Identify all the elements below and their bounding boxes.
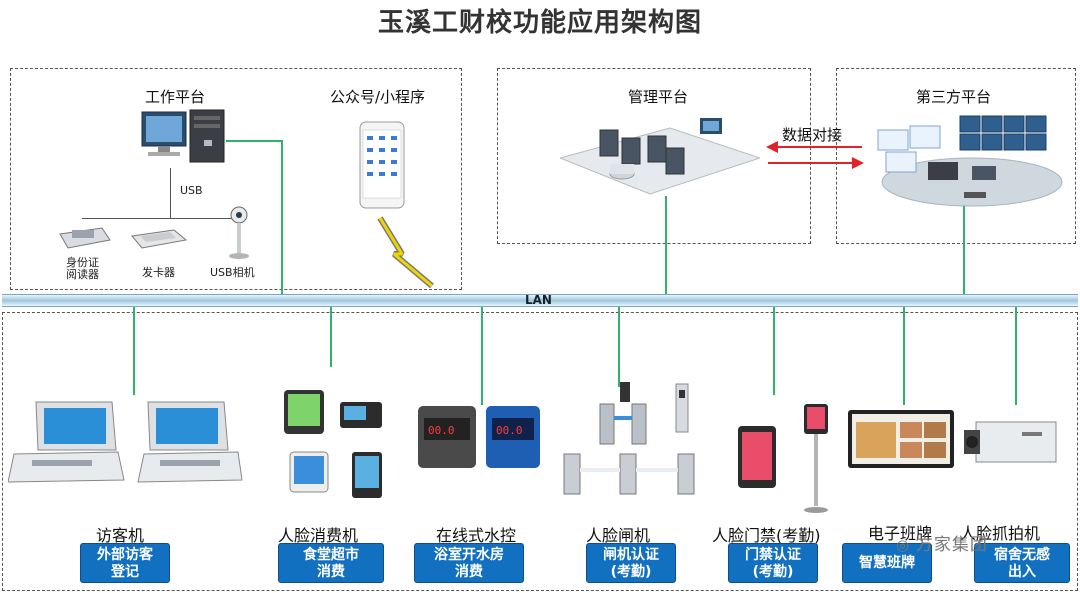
arrow-to-management xyxy=(776,146,862,148)
device-label-visitor: 访客机 xyxy=(96,526,145,545)
lan-label: LAN xyxy=(525,293,552,307)
arrow-to-third-party xyxy=(768,162,854,164)
badge-water-line-2: 消费 xyxy=(455,564,483,580)
badge-class-board-line-1: 智慧班牌 xyxy=(859,555,915,571)
device-label-gate: 人脸闸机 xyxy=(586,526,651,545)
face-door-access-icon xyxy=(738,404,828,513)
face-gate-icon xyxy=(563,382,695,495)
badge-door: 门禁认证 (考勤) xyxy=(728,543,818,583)
arrow-right-head-icon xyxy=(852,157,864,169)
badge-capture-line-1: 宿舍无感 xyxy=(994,547,1050,563)
gate-drop-line xyxy=(618,307,620,387)
visitor-kiosk-icon xyxy=(8,401,243,483)
face-capture-camera-icon xyxy=(964,421,1057,463)
water-drop-line xyxy=(481,307,483,405)
face-payment-terminal-icon xyxy=(284,390,382,498)
device-label-capture: 人脸抓拍机 xyxy=(960,524,1041,543)
capture-drop-line xyxy=(1015,307,1017,405)
badge-visitor-line-2: 登记 xyxy=(111,564,139,580)
server-cluster-icon xyxy=(560,118,760,195)
water-controller-icon: 00.0 00.0 xyxy=(418,406,540,468)
wireless-signal-icon xyxy=(377,216,434,289)
card-issuer-label: 发卡器 xyxy=(142,266,175,279)
computer-icon xyxy=(141,109,225,163)
id-card-reader-icon xyxy=(59,227,111,249)
management-area-frame xyxy=(497,68,811,244)
badge-consumption: 食堂超市 消费 xyxy=(278,543,384,583)
badge-consumption-line-1: 食堂超市 xyxy=(303,547,359,563)
badge-gate-line-2: (考勤) xyxy=(610,564,652,580)
page-title: 玉溪工财校功能应用架构图 xyxy=(377,8,702,38)
third-party-to-lan-line xyxy=(963,206,965,294)
lan-bus xyxy=(2,294,1078,307)
badge-door-line-2: (考勤) xyxy=(752,564,794,580)
consumption-drop-line xyxy=(330,307,332,367)
badge-visitor-line-1: 外部访客 xyxy=(97,547,153,563)
device-label-consumption: 人脸消费机 xyxy=(278,526,359,545)
management-platform-label: 管理平台 xyxy=(628,88,689,106)
usb-branch-line xyxy=(82,218,242,219)
work-platform-label: 工作平台 xyxy=(145,88,206,106)
badge-gate-line-1: 闸机认证 xyxy=(603,547,659,563)
badge-visitor: 外部访客 登记 xyxy=(80,543,170,583)
third-party-area-frame xyxy=(836,68,1076,244)
wechat-icon: ◎ xyxy=(896,536,916,554)
class-board-icon xyxy=(848,410,954,468)
badge-capture-line-2: 出入 xyxy=(1008,564,1036,580)
badge-consumption-line-2: 消费 xyxy=(317,564,345,580)
id-reader-label-1: 身份证 xyxy=(66,256,99,269)
management-to-lan-line xyxy=(665,196,667,294)
usb-label: USB xyxy=(180,184,203,197)
watermark-text: 方家集团 xyxy=(915,535,988,555)
id-reader-label-2: 阅读器 xyxy=(66,268,99,281)
work-to-lan-line-v xyxy=(281,140,283,294)
phone-icon xyxy=(359,121,405,209)
third-party-platform-label: 第三方平台 xyxy=(916,88,992,106)
badge-door-line-1: 门禁认证 xyxy=(745,547,801,563)
device-area-frame xyxy=(2,312,1078,591)
official-account-label: 公众号/小程序 xyxy=(330,88,426,106)
badge-capture: 宿舍无感 出入 xyxy=(974,543,1070,583)
device-label-door: 人脸门禁(考勤) xyxy=(712,526,821,545)
usb-camera-icon xyxy=(229,206,249,259)
door-drop-line xyxy=(773,307,775,395)
svg-text:00.0: 00.0 xyxy=(428,424,455,437)
badge-gate: 闸机认证 (考勤) xyxy=(586,543,676,583)
svg-text:00.0: 00.0 xyxy=(496,424,523,437)
watermark: ◎ 方家集团 xyxy=(896,530,988,555)
device-label-class-board: 电子班牌 xyxy=(868,524,933,543)
badge-water-line-1: 浴室开水房 xyxy=(434,547,504,563)
card-issuer-icon xyxy=(131,229,188,249)
data-exchange-label: 数据对接 xyxy=(782,126,843,144)
device-label-water: 在线式水控 xyxy=(436,526,517,545)
work-area-frame xyxy=(10,68,462,290)
badge-water: 浴室开水房 消费 xyxy=(414,543,524,583)
arrow-left-head-icon xyxy=(766,141,778,153)
monitoring-center-icon xyxy=(877,115,1063,207)
class-board-drop-line xyxy=(903,307,905,405)
usb-camera-label: USB相机 xyxy=(210,266,255,279)
badge-class-board: 智慧班牌 xyxy=(842,543,932,583)
visitor-drop-line xyxy=(133,307,135,395)
usb-connector-line xyxy=(170,168,171,218)
work-to-lan-line-h xyxy=(226,140,282,142)
